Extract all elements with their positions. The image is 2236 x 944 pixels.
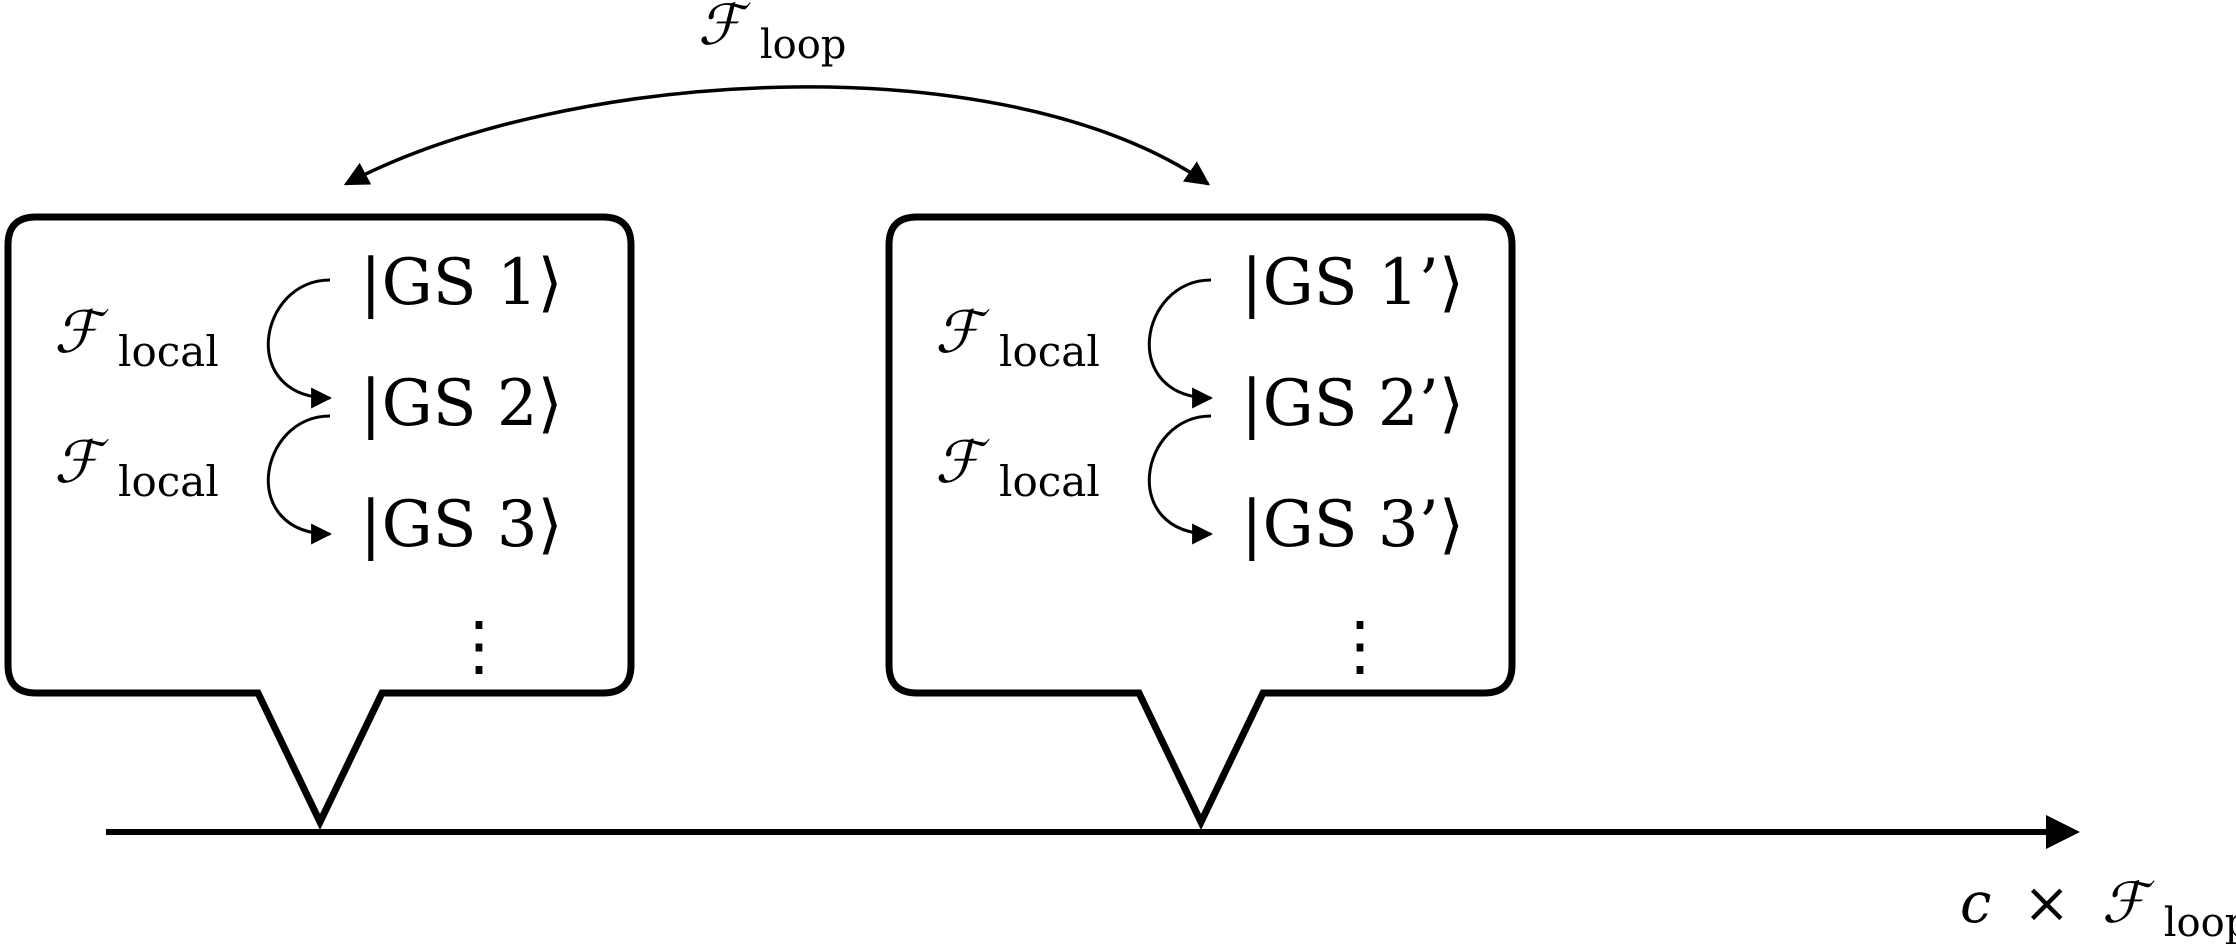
panel-2-ellipsis: ⋮ (1327, 607, 1393, 684)
panel-2-state-2: |GS 2’⟩ (1241, 367, 1464, 441)
panel-2-state-3: |GS 3’⟩ (1241, 488, 1464, 562)
panel-2-local-arrow-1 (1147, 278, 1214, 409)
loop-arc-arrow (343, 85, 1211, 186)
panel-1-local-arrow-1 (266, 278, 333, 409)
loop-arc-label-subscript: loop (760, 22, 847, 68)
axis-label-prefix: c (1960, 871, 1991, 936)
panel-1-ellipsis: ⋮ (446, 607, 512, 684)
panel-2-local-label-2: ℱ local (935, 428, 1100, 506)
panel-1-local-label-2: ℱ local (54, 428, 219, 506)
panel-1-state-2: |GS 2⟩ (360, 367, 563, 441)
panel-2-local-arrow-2 (1147, 414, 1214, 545)
panel-1-local-arrow-2 (266, 414, 333, 545)
panel-1: ℱ local ℱ local |GS 1⟩ |GS 2⟩ |GS 3⟩ ⋮ (4, 213, 635, 831)
loop-arc-label-symbol: ℱ (698, 0, 751, 58)
panel-1-state-3: |GS 3⟩ (360, 488, 563, 562)
panel-2-local-label-1: ℱ local (935, 298, 1100, 376)
axis-label-symbol: ℱ (2102, 871, 2155, 936)
panel-1-bubble (4, 213, 635, 831)
panel-1-local-label-1: ℱ local (54, 298, 219, 376)
axis-label-subscript: loop (2164, 900, 2236, 944)
panel-1-state-1: |GS 1⟩ (360, 246, 563, 320)
axis-label-times: × (2023, 871, 2070, 936)
axis-label: c × ℱ loop (1960, 871, 2236, 944)
panel-2-bubble (885, 213, 1516, 831)
panel-2-state-1: |GS 1’⟩ (1241, 246, 1464, 320)
panel-2: ℱ local ℱ local |GS 1’⟩ |GS 2’⟩ |GS 3’⟩ … (885, 213, 1516, 831)
axis-arrowhead (2046, 815, 2080, 849)
loop-arc-label: ℱ loop (698, 0, 846, 68)
